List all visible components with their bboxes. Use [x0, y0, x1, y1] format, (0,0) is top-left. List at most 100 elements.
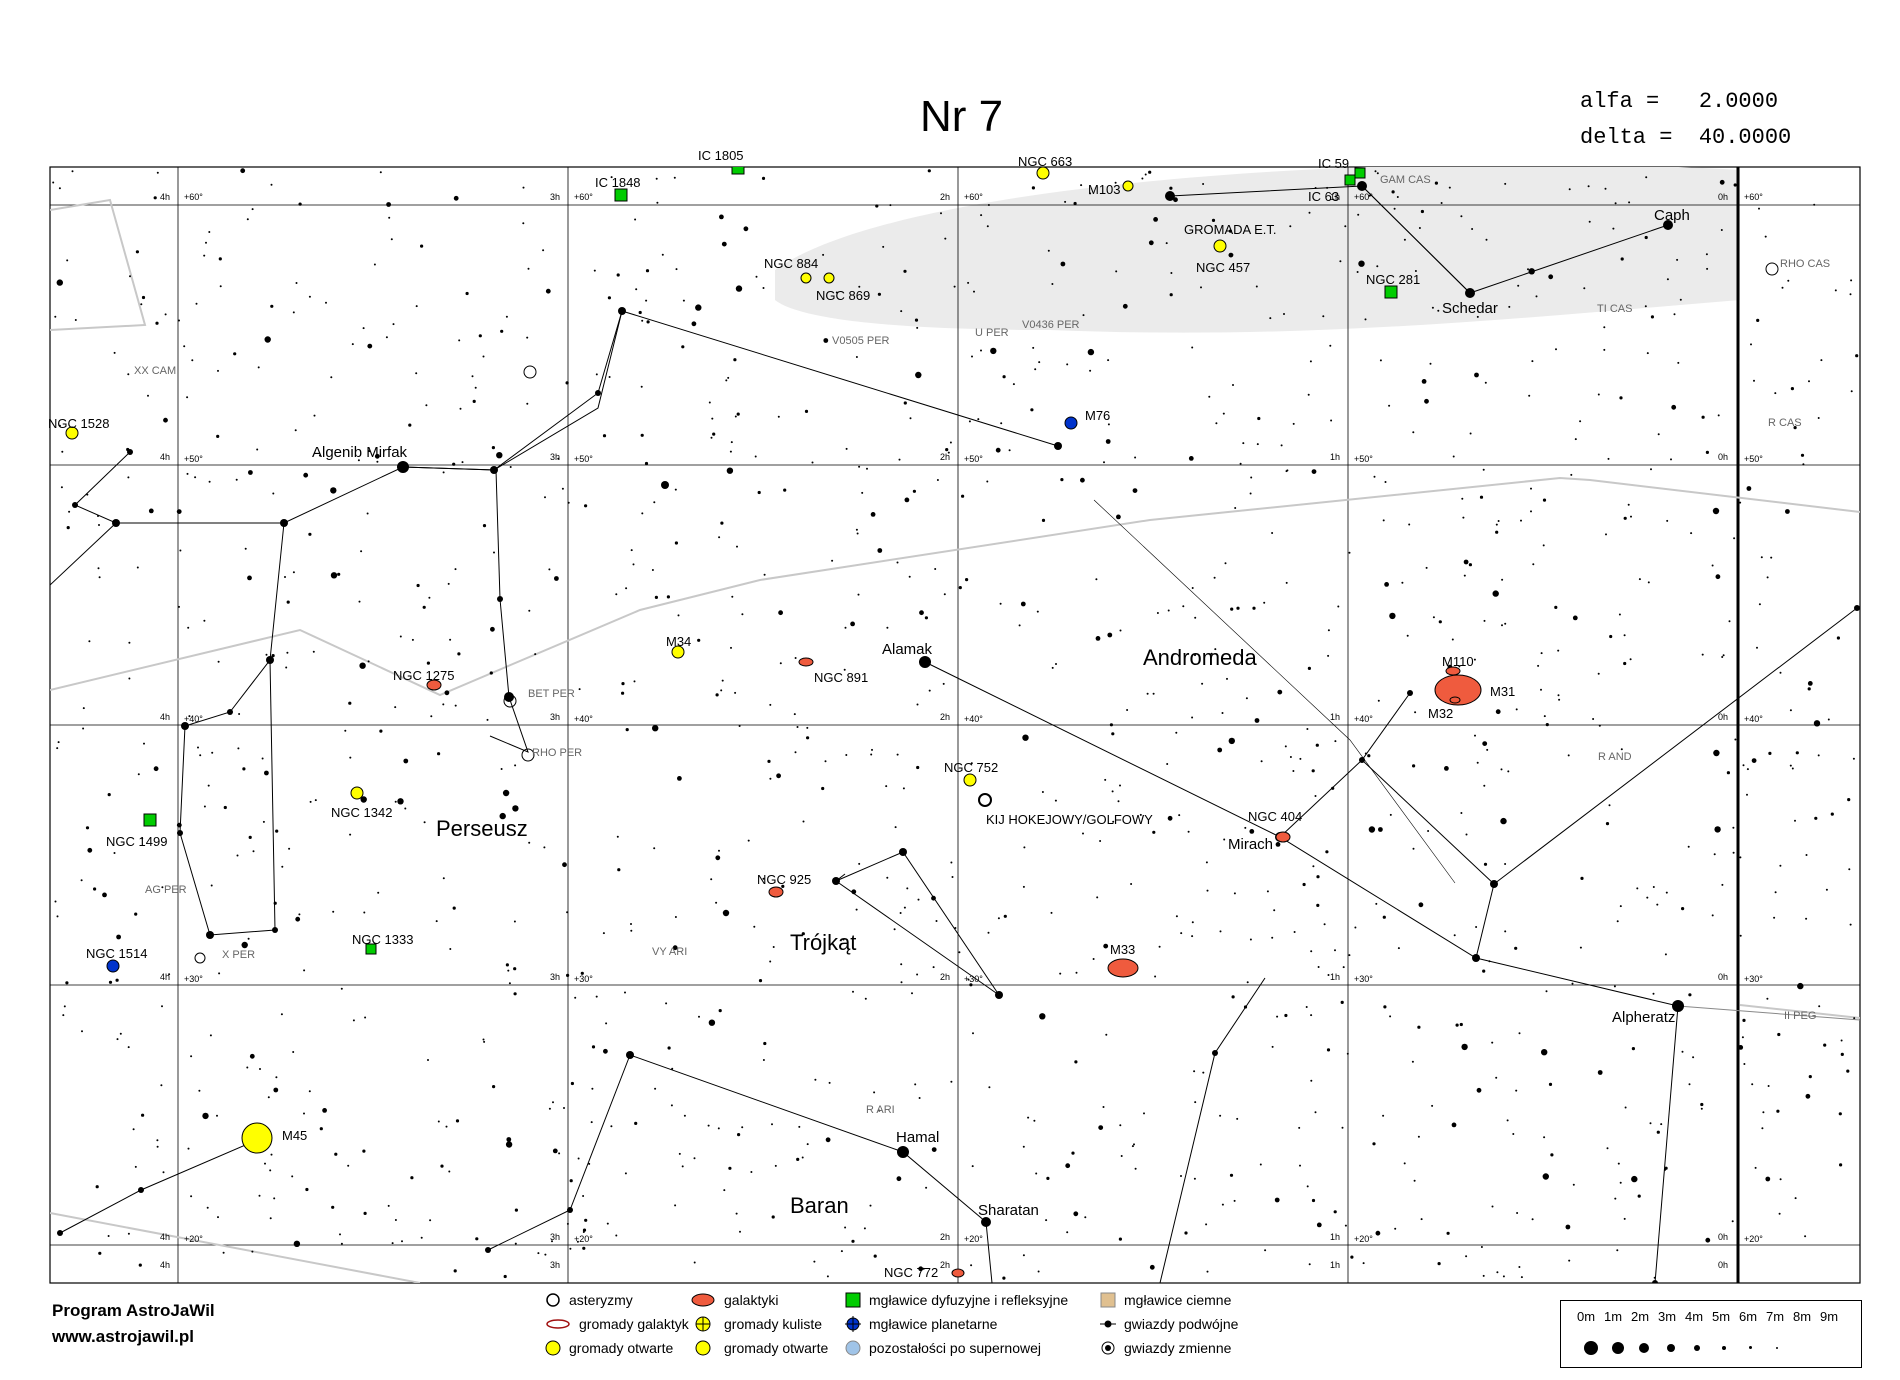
ra-label: 4h	[160, 1232, 170, 1242]
star	[693, 1261, 696, 1264]
star	[1557, 694, 1560, 697]
legend-globular: gromady kuliste	[690, 1314, 822, 1334]
star	[1326, 1048, 1331, 1052]
dec-label: +40°	[574, 714, 593, 724]
star	[107, 793, 111, 797]
star	[986, 225, 989, 228]
star	[566, 1222, 569, 1225]
star	[1629, 658, 1632, 661]
star	[824, 760, 827, 763]
star	[349, 756, 352, 759]
star	[972, 1032, 974, 1035]
star	[855, 908, 858, 911]
star	[1620, 257, 1624, 261]
star	[1700, 1107, 1703, 1110]
star	[195, 302, 198, 305]
star	[731, 595, 734, 598]
star	[1480, 1246, 1483, 1248]
star	[1849, 923, 1852, 926]
star	[889, 204, 892, 207]
star	[708, 401, 711, 404]
star	[582, 1228, 587, 1232]
star	[1530, 487, 1532, 490]
star	[1670, 458, 1672, 461]
star	[148, 508, 154, 514]
star	[1346, 1052, 1349, 1055]
star	[1143, 1112, 1145, 1115]
star	[1022, 1145, 1025, 1148]
star	[1210, 652, 1213, 655]
star	[1855, 354, 1859, 358]
ra-label: 1h	[1330, 192, 1340, 202]
legend-asterism: asteryzmy	[545, 1290, 633, 1310]
star	[403, 758, 409, 764]
ra-label: 0h	[1718, 1260, 1728, 1270]
variable-label: R ARI	[866, 1104, 895, 1116]
star	[1271, 936, 1274, 939]
star	[928, 689, 931, 692]
star	[330, 572, 338, 579]
star	[1545, 723, 1549, 727]
star	[1603, 348, 1606, 351]
mag-label: 9m	[1820, 1309, 1839, 1324]
star	[652, 725, 659, 732]
star	[374, 453, 380, 459]
dec-label: +60°	[574, 192, 593, 202]
star	[1165, 242, 1168, 245]
star	[60, 486, 63, 489]
star	[721, 679, 724, 682]
star	[698, 1015, 700, 1018]
cluster-m103	[1122, 180, 1134, 192]
star	[522, 186, 525, 189]
star	[673, 176, 676, 179]
star	[453, 195, 459, 201]
constellation-boundaries	[50, 198, 1860, 1283]
star	[1541, 1049, 1548, 1056]
star	[522, 222, 525, 225]
mag-dot-1	[1612, 1342, 1624, 1354]
star	[1531, 1218, 1534, 1221]
star	[1299, 1164, 1301, 1167]
star	[1504, 863, 1507, 865]
star	[1502, 1275, 1505, 1278]
dec-label: +50°	[1744, 454, 1763, 464]
ra-label: 1h	[1330, 1260, 1340, 1270]
star	[1838, 1112, 1842, 1116]
star	[1506, 1119, 1509, 1122]
star	[1373, 475, 1376, 478]
constellation-name: Trójkąt	[790, 930, 856, 955]
star	[1592, 718, 1595, 720]
star	[1233, 892, 1236, 895]
star	[1064, 200, 1067, 203]
star	[340, 987, 343, 990]
star	[1739, 934, 1742, 937]
star	[873, 1091, 876, 1094]
star	[908, 575, 911, 578]
object-label: NGC 869	[816, 288, 870, 303]
star	[825, 1137, 831, 1143]
star	[1504, 622, 1507, 625]
star	[1700, 1102, 1704, 1107]
mag-label: 3m	[1658, 1309, 1677, 1324]
star	[1018, 624, 1021, 627]
star	[1469, 432, 1472, 435]
star	[1756, 318, 1760, 322]
star	[1555, 348, 1557, 351]
star	[739, 1230, 741, 1233]
star	[1191, 921, 1194, 924]
ra-label: 4h	[160, 972, 170, 982]
star	[1619, 396, 1623, 400]
star	[1453, 934, 1456, 937]
star	[1776, 1109, 1780, 1113]
star	[379, 729, 383, 733]
star	[1495, 530, 1499, 534]
star	[1568, 188, 1571, 191]
star	[1554, 605, 1558, 610]
star	[845, 754, 848, 756]
star	[778, 610, 783, 616]
star	[1308, 211, 1311, 214]
star	[1119, 784, 1121, 787]
star	[736, 412, 740, 416]
star	[1175, 915, 1178, 918]
star	[1002, 375, 1006, 379]
